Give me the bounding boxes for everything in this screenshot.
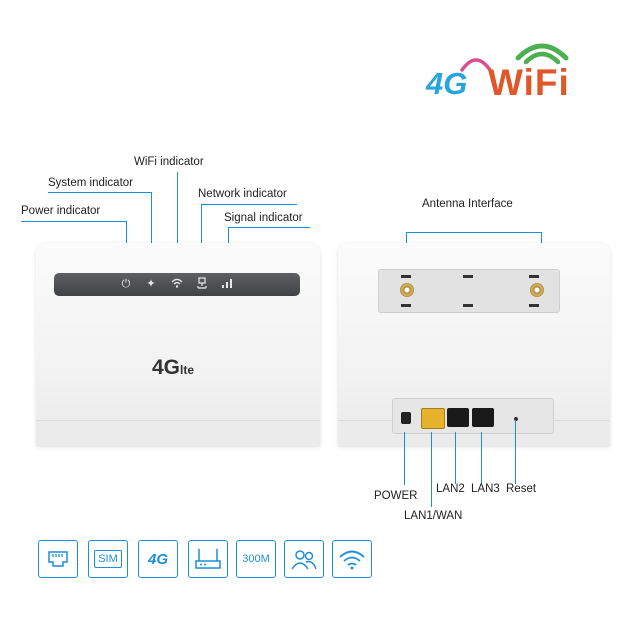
system-indicator-label: System indicator [48,177,134,189]
system-leader-drop [151,192,153,275]
dc-power-port [401,412,411,424]
lan3-port-leader [481,432,483,484]
lan2-port [447,408,469,427]
network-indicator-label: Network indicator [198,188,287,200]
power-icon: ⏻ [121,278,131,290]
reset-label: Reset [506,483,537,495]
users-icon [284,540,324,578]
antenna-port-left [400,283,414,297]
4g-icon: 4G [138,540,178,578]
logo-wifi-text: WiFi [488,62,570,103]
reset-leader [515,420,517,484]
wifi-arc-icon [515,43,569,65]
lan1-port-label: LAN1/WAN [404,510,463,522]
lan1-wan-port [421,408,445,429]
power-port-leader [404,432,406,485]
model-lte-text: lte [180,363,195,377]
logo-4g-text: 4G [426,66,468,101]
power-port-label: POWER [374,490,418,502]
lan1-port-leader [431,432,433,507]
sim-card-icon: SIM [88,540,128,578]
antenna-port-right [530,283,544,297]
antenna-panel [378,269,560,313]
power-leader [21,221,127,223]
wifi-feature-icon [332,540,372,578]
power-indicator-label: Power indicator [21,205,101,217]
lan2-port-label: LAN2 [436,483,465,495]
lan3-port [472,408,494,427]
reset-button [514,417,518,421]
signal-leader [228,227,310,229]
lan2-port-leader [455,432,457,484]
router-icon [188,540,228,578]
antenna-interface-label: Antenna Interface [422,198,513,210]
signal-icon [221,277,235,291]
system-leader [48,192,152,194]
model-label: 4Glte [152,356,194,380]
wifi-icon [170,277,184,291]
speed-icon: 300M [236,540,276,578]
signal-arc-icon [460,58,492,72]
system-icon: ✦ [146,278,156,290]
antenna-leader [406,232,542,234]
brand-logo: 4G WiFi [420,30,600,110]
wifi-leader-drop [177,172,179,275]
network-leader-drop [201,204,203,275]
port-panel [392,398,554,434]
router-front-base [36,420,320,447]
signal-indicator-label: Signal indicator [224,212,303,224]
lan3-port-label: LAN3 [471,483,500,495]
wifi-indicator-label: WiFi indicator [134,156,204,168]
ethernet-port-icon [38,540,78,578]
led-indicator-bar: ⏻ ✦ [54,273,300,296]
network-leader [201,204,297,206]
network-icon [195,277,209,291]
model-4g-text: 4G [152,356,181,379]
